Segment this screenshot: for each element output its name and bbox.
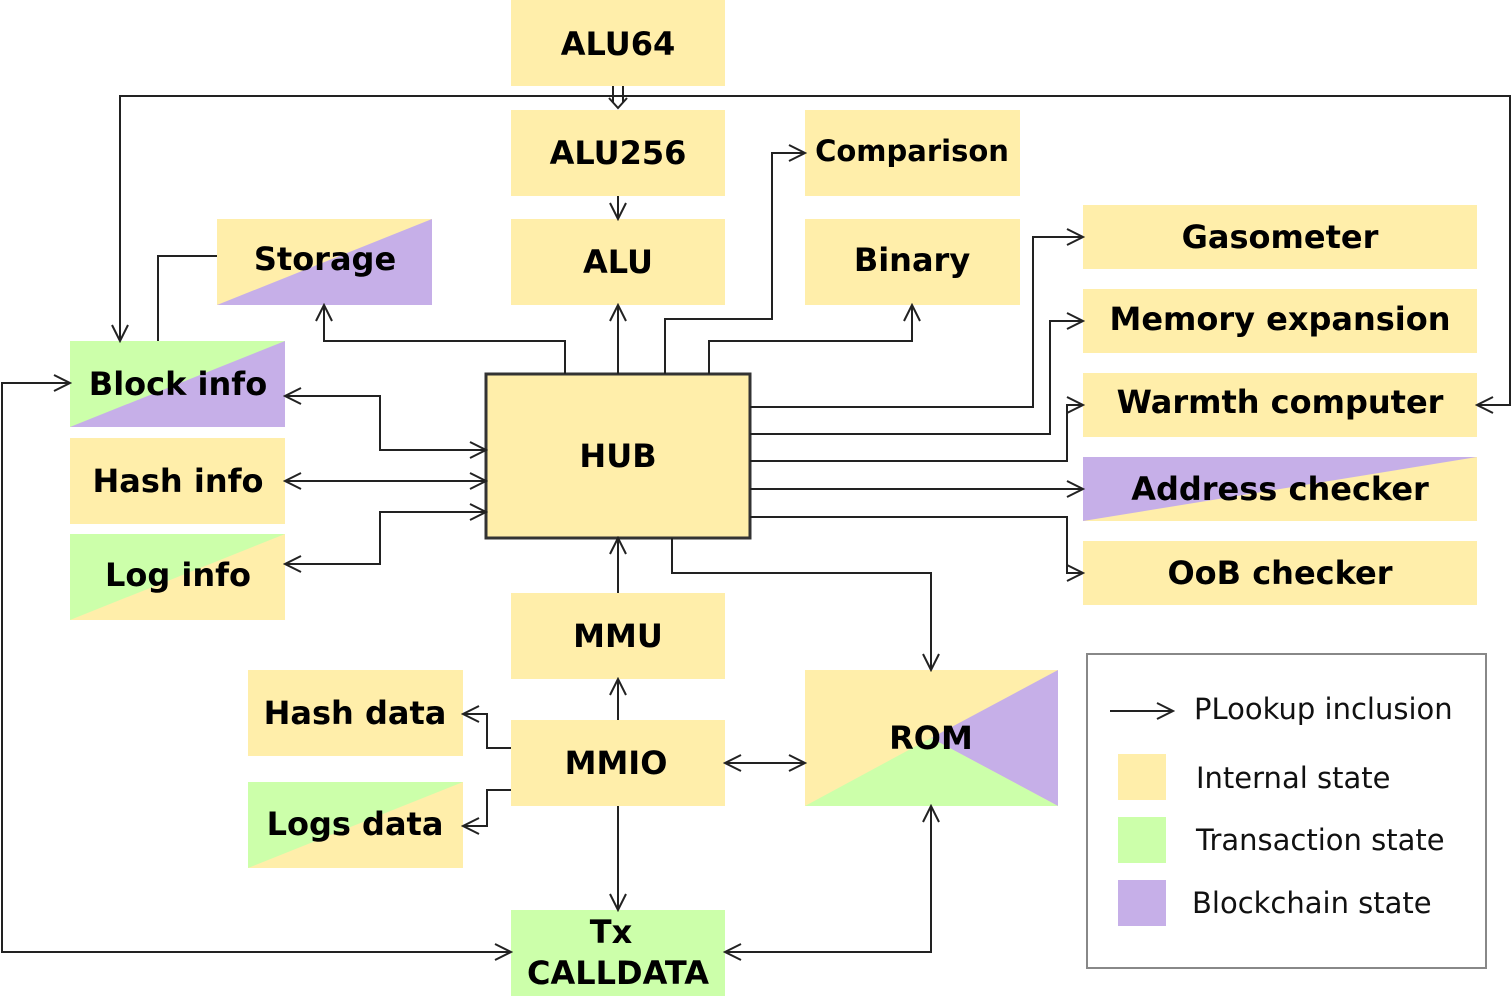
address-checker-label: Address checker [1131,470,1429,508]
comparison-label: Comparison [815,134,1009,168]
legend-transaction-swatch [1118,817,1166,863]
oob-checker-label: OoB checker [1167,554,1392,592]
legend-plookup-label: PLookup inclusion [1194,692,1453,726]
address-checker-box [1083,457,1477,521]
arrow-alu64-to-alu256 [608,86,628,110]
alu64-box [511,0,725,86]
tx-calldata-label-line1: Tx [590,913,633,951]
module-labels: ALU64 ALU256 ALU Comparison Binary Stora… [89,25,1451,992]
gasometer-box [1083,205,1477,269]
binary-box [805,219,1020,305]
warmth-computer-box [1083,373,1477,437]
tx-calldata-label-line2: CALLDATA [527,954,709,992]
legend-internal-label: Internal state [1196,761,1390,795]
logs-data-label: Logs data [267,805,444,843]
hash-data-label: Hash data [264,694,447,732]
mmio-box [511,720,725,806]
arrow-hub-block-info [285,396,486,450]
log-info-label: Log info [105,556,251,594]
legend-blockchain-swatch [1118,880,1166,926]
arrow-hub-to-gasometer [750,237,1083,408]
tx-calldata-box [511,910,725,996]
arrow-bus-to-warmth-computer [618,95,1511,405]
mmu-box [511,593,725,679]
arrow-hub-to-binary [708,305,912,374]
arrow-hub-log-info [285,512,486,564]
alu256-box [511,110,725,196]
comparison-box [805,110,1020,196]
memory-expansion-box [1083,289,1477,353]
arrow-hub-to-comparison [664,153,805,374]
alu256-label: ALU256 [550,134,687,172]
storage-box [217,219,432,305]
arrow-hub-to-oob-checker [750,516,1083,573]
arrow-hub-to-storage [324,305,566,374]
hub-box [484,372,752,540]
block-info-label: Block info [89,365,267,403]
arrow-mmio-to-logs-data [463,789,511,826]
line-storage-to-block-info [157,255,217,341]
gasometer-label: Gasometer [1182,218,1379,256]
mmio-label: MMIO [565,744,668,782]
rom-box [805,670,1058,806]
alu64-label: ALU64 [561,25,676,63]
mmu-label: MMU [573,617,663,655]
rom-label: ROM [889,719,973,757]
legend: PLookup inclusion Internal state Transac… [1086,653,1487,969]
oob-checker-box [1083,541,1477,605]
binary-label: Binary [854,241,971,279]
legend-transaction-label: Transaction state [1195,823,1445,857]
arrow-bus-to-block-info [120,95,618,341]
legend-internal-swatch [1118,754,1166,800]
arrow-hub-to-memory-expansion [750,321,1083,435]
arrow-tx-calldata-rom [725,806,931,952]
arrow-tx-calldata-to-block-info [1,383,511,952]
arrow-hub-to-rom [671,538,931,670]
legend-blockchain-label: Blockchain state [1192,886,1432,920]
storage-label: Storage [254,240,396,278]
memory-expansion-label: Memory expansion [1109,300,1450,338]
arrow-hub-to-warmth-computer [750,405,1083,462]
warmth-computer-label: Warmth computer [1117,383,1444,421]
hub-label: HUB [579,437,656,475]
alu-box [511,219,725,305]
hash-info-label: Hash info [93,462,264,500]
alu-label: ALU [583,243,653,281]
arrow-mmio-to-hash-data [463,714,511,749]
connections [1,86,1511,952]
